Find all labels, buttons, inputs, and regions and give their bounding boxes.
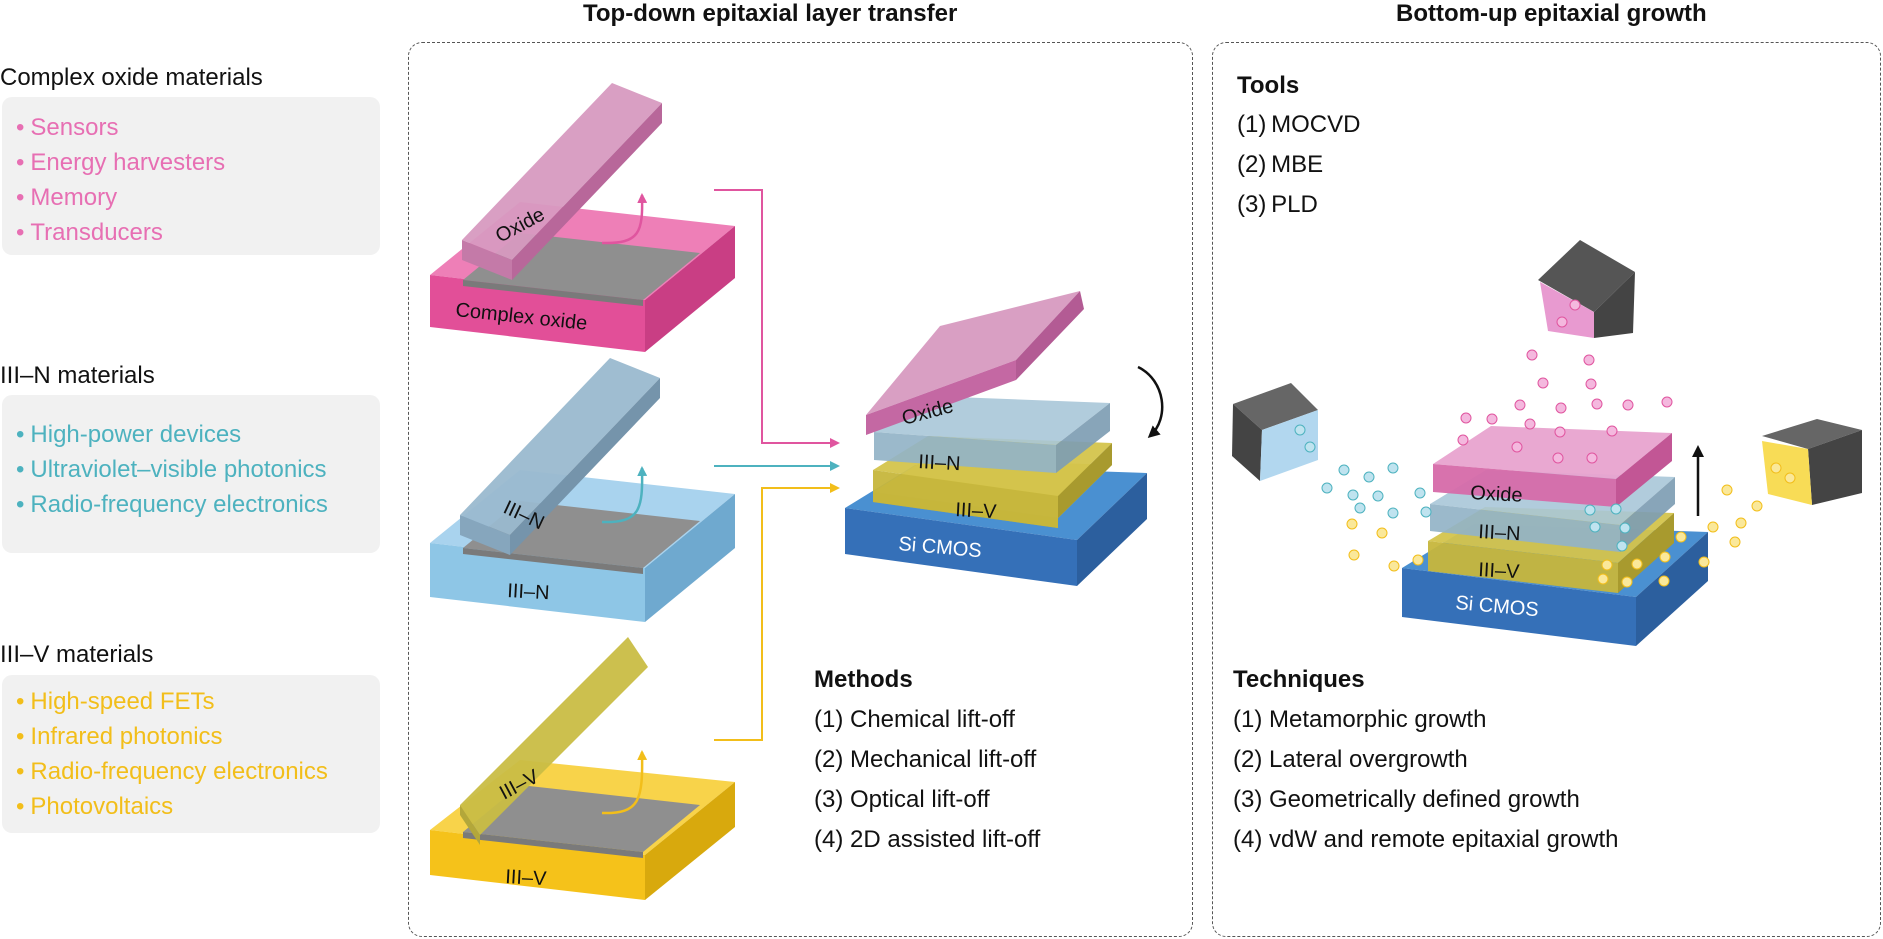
application-item: Transducers [16, 215, 380, 250]
top-down-panel [408, 42, 1193, 937]
iii-n-stack: III–N III–N [430, 358, 735, 622]
techniques-title: Techniques [1233, 666, 1365, 693]
iii-v-transfer-arrow [714, 483, 840, 741]
oxide-transfer-arrow [714, 189, 840, 448]
bottom-up-panel [1212, 42, 1881, 937]
diagram-label-iii-v-2: III–V [955, 499, 998, 523]
top-down-integrated-stack: Oxide III–N III–V Si CMOS [845, 291, 1147, 586]
diagram-label-iii-n-2: III–N [918, 451, 961, 475]
tools-title: Tools [1237, 72, 1300, 99]
tools-list: (1) MOCVD (2) MBE (3) PLD [1237, 105, 1360, 225]
tool-item: (2) MBE [1237, 151, 1324, 178]
methods-list: (1) Chemical lift-off (2) Mechanical lif… [814, 700, 1040, 860]
application-item: Radio-frequency electronics [16, 487, 380, 522]
application-item: Sensors [16, 110, 380, 145]
diagram-label-iii-v-substrate: III–V [505, 866, 548, 890]
pink-particles [1457, 349, 1673, 464]
technique-item: (2) Lateral overgrowth [1233, 746, 1468, 773]
complex-oxide-materials-title: Complex oxide materials [0, 64, 263, 91]
diagram-label-iii-v-3: III–V [1478, 559, 1521, 583]
source-top-pink [1538, 240, 1635, 338]
method-item: (3) Optical lift-off [814, 786, 990, 813]
application-item: Energy harvesters [16, 145, 380, 180]
application-item: Photovoltaics [16, 789, 380, 824]
complex-oxide-applications-box: Sensors Energy harvesters Memory Transdu… [2, 97, 380, 255]
application-item: Ultraviolet–visible photonics [16, 452, 380, 487]
teal-particles [1321, 462, 1631, 552]
techniques-list: (1) Metamorphic growth (2) Lateral overg… [1233, 700, 1619, 860]
application-item: Memory [16, 180, 380, 215]
iii-n-applications-box: High-power devices Ultraviolet–visible p… [2, 395, 380, 553]
complex-oxide-stack: Oxide Complex oxide [430, 83, 735, 352]
source-right-yellow [1762, 419, 1862, 505]
diagram-label-iii-n-substrate: III–N [507, 580, 550, 604]
iii-v-applications-box: High-speed FETs Infrared photonics Radio… [2, 675, 380, 833]
bottom-up-title: Bottom-up epitaxial growth [1396, 0, 1707, 27]
methods-title: Methods [814, 666, 913, 693]
tool-item: (3) PLD [1237, 191, 1318, 218]
rotate-arrow [1137, 365, 1164, 439]
application-item: High-power devices [16, 417, 380, 452]
iii-n-materials-title: III–N materials [0, 362, 155, 389]
diagram-label-iii-n-3: III–N [1478, 521, 1521, 545]
application-item: Infrared photonics [16, 719, 380, 754]
application-item: High-speed FETs [16, 684, 380, 719]
top-down-title: Top-down epitaxial layer transfer [583, 0, 958, 27]
method-item: (1) Chemical lift-off [814, 706, 1015, 733]
iii-v-stack: III–V III–V [430, 637, 735, 900]
source-left-blue [1232, 383, 1318, 481]
yellow-particles [1346, 484, 1763, 588]
technique-item: (1) Metamorphic growth [1233, 706, 1487, 733]
technique-item: (3) Geometrically defined growth [1233, 786, 1580, 813]
bottom-up-stack: Oxide III–N III–V Si CMOS [1402, 426, 1708, 646]
technique-item: (4) vdW and remote epitaxial growth [1233, 826, 1619, 853]
method-item: (4) 2D assisted lift-off [814, 826, 1041, 853]
iii-v-materials-title: III–V materials [0, 641, 154, 668]
method-item: (2) Mechanical lift-off [814, 746, 1037, 773]
tool-item: (1) MOCVD [1237, 111, 1361, 138]
diagram-label-oxide-3: Oxide [1470, 482, 1523, 507]
application-item: Radio-frequency electronics [16, 754, 380, 789]
